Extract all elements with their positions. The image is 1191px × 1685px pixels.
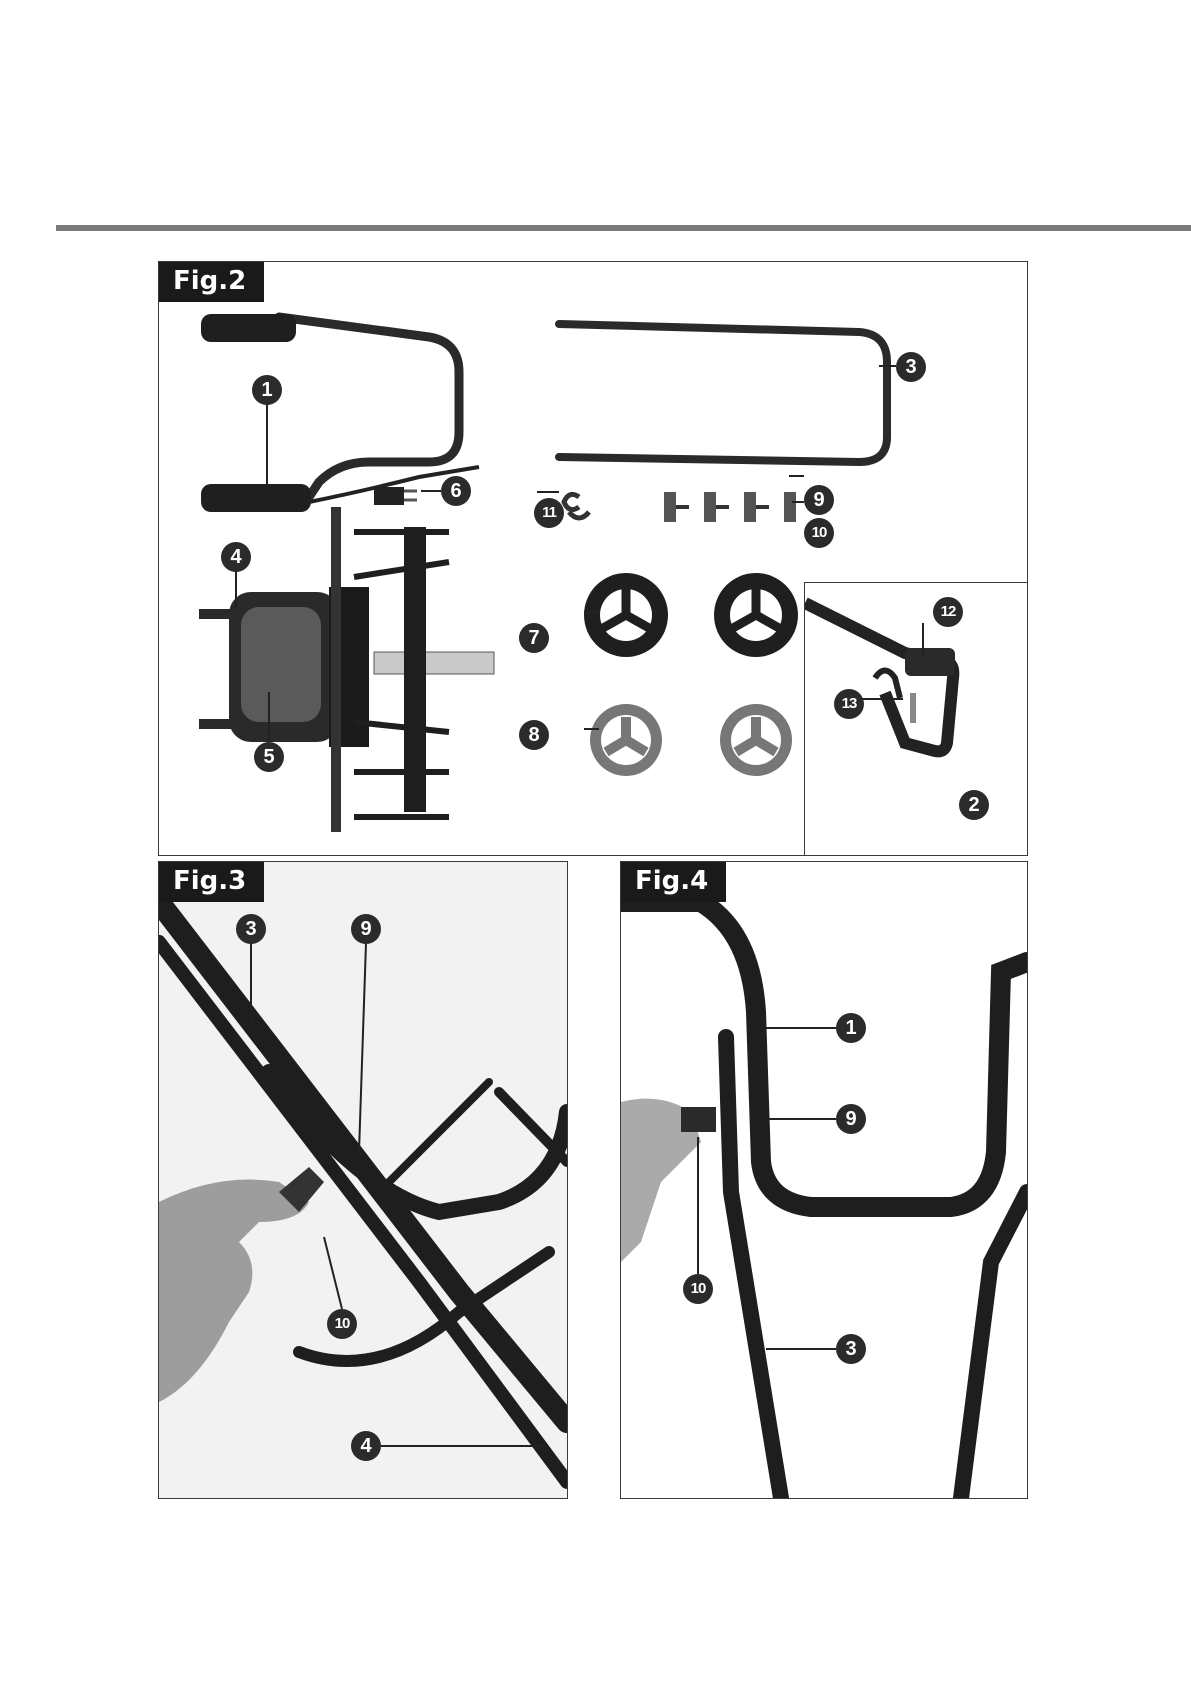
figure-3-panel: Fig.3 3 9 10 4	[158, 861, 568, 1499]
handle-plug	[374, 487, 404, 505]
figure-4-panel: Fig.4 1 9 10 3	[620, 861, 1028, 1499]
callout-fig3-3: 3	[236, 914, 266, 944]
wheels-drawing	[584, 573, 798, 776]
callout-fig4-9: 9	[836, 1104, 866, 1134]
callout-fig2-4: 4	[221, 542, 251, 572]
callout-fig4-3: 3	[836, 1334, 866, 1364]
figure-4-leaders	[621, 862, 1027, 1498]
callout-fig4-10: 10	[683, 1274, 713, 1304]
switch-handle-inset	[804, 582, 1027, 855]
callout-fig2-10: 10	[804, 518, 834, 548]
callout-fig2-13: 13	[834, 689, 864, 719]
header-rule	[56, 225, 1191, 231]
fasteners-drawing	[564, 492, 796, 522]
figure-3-leaders	[159, 862, 567, 1498]
callout-fig3-9: 9	[351, 914, 381, 944]
callout-fig2-6: 6	[441, 476, 471, 506]
callout-fig2-5: 5	[254, 742, 284, 772]
callout-fig2-12: 12	[933, 597, 963, 627]
callout-fig2-11: 11	[534, 498, 564, 528]
lower-handle-drawing	[559, 324, 887, 462]
callout-fig2-8: 8	[519, 720, 549, 750]
upper-handle-grip-top	[201, 314, 296, 342]
switch-handle-drawing	[805, 583, 1027, 855]
callout-fig3-10: 10	[327, 1309, 357, 1339]
callout-fig2-3: 3	[896, 352, 926, 382]
callout-fig2-9: 9	[804, 485, 834, 515]
figure-2-panel: Fig.2	[158, 261, 1028, 856]
callout-fig3-4: 4	[351, 1431, 381, 1461]
upper-handle-grip-bottom	[201, 484, 311, 512]
callout-fig2-7: 7	[519, 623, 549, 653]
upper-handle-drawing	[219, 317, 459, 497]
callout-fig2-1: 1	[252, 375, 282, 405]
callout-fig4-1: 1	[836, 1013, 866, 1043]
callout-fig2-2: 2	[959, 790, 989, 820]
